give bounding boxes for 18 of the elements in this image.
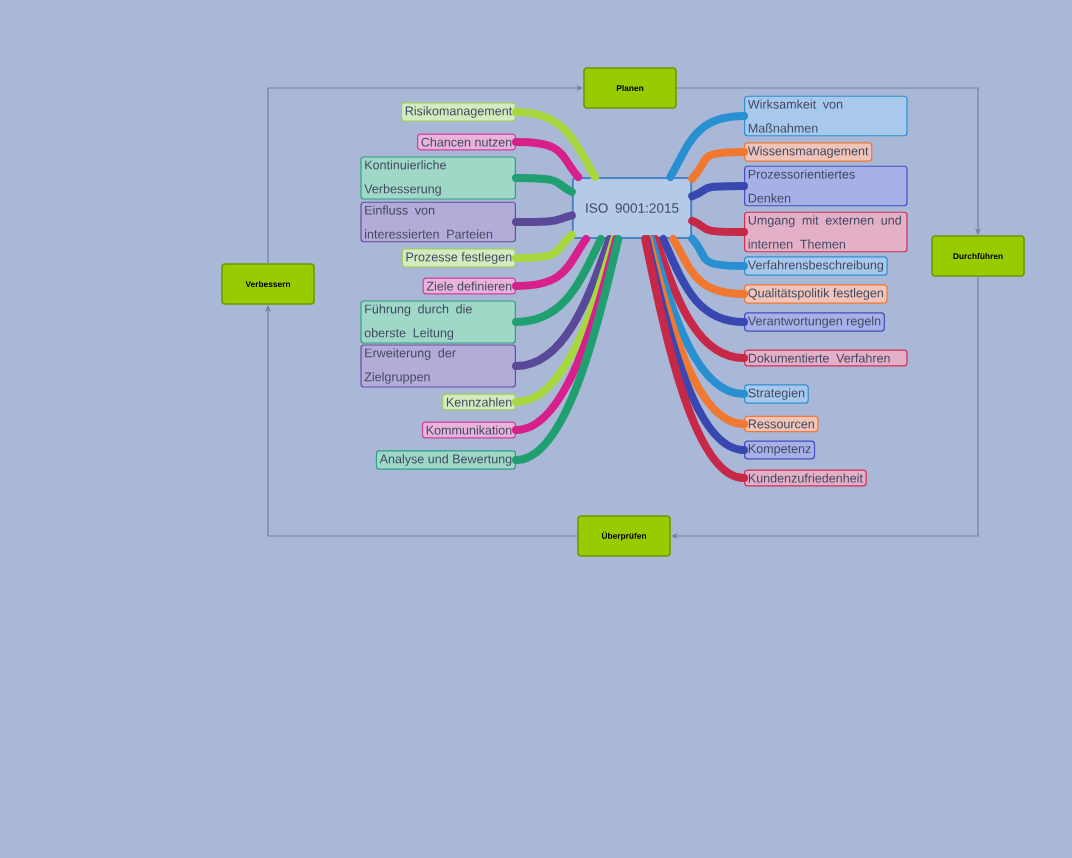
branch-ribbon bbox=[512, 230, 576, 262]
branch-ribbon bbox=[647, 235, 748, 398]
branch-ribbon bbox=[512, 174, 576, 196]
branch-ribbon bbox=[512, 235, 591, 290]
branch-ribbon bbox=[512, 235, 619, 406]
branch-ribbon bbox=[688, 216, 748, 236]
branch-ribbon bbox=[512, 211, 576, 226]
branch-ribbon bbox=[688, 182, 748, 201]
branch-ribbon bbox=[512, 235, 605, 326]
branch-ribbon bbox=[688, 234, 748, 270]
branch-ribbon bbox=[688, 148, 748, 183]
branch-ribbon bbox=[666, 112, 748, 181]
branch-ribbon bbox=[512, 108, 600, 181]
branch-ribbon bbox=[512, 138, 583, 181]
branch-ribbon bbox=[651, 235, 748, 362]
branch-ribbon bbox=[659, 235, 748, 326]
branch-ribbon bbox=[669, 235, 748, 298]
branch-ribbon bbox=[512, 235, 614, 370]
